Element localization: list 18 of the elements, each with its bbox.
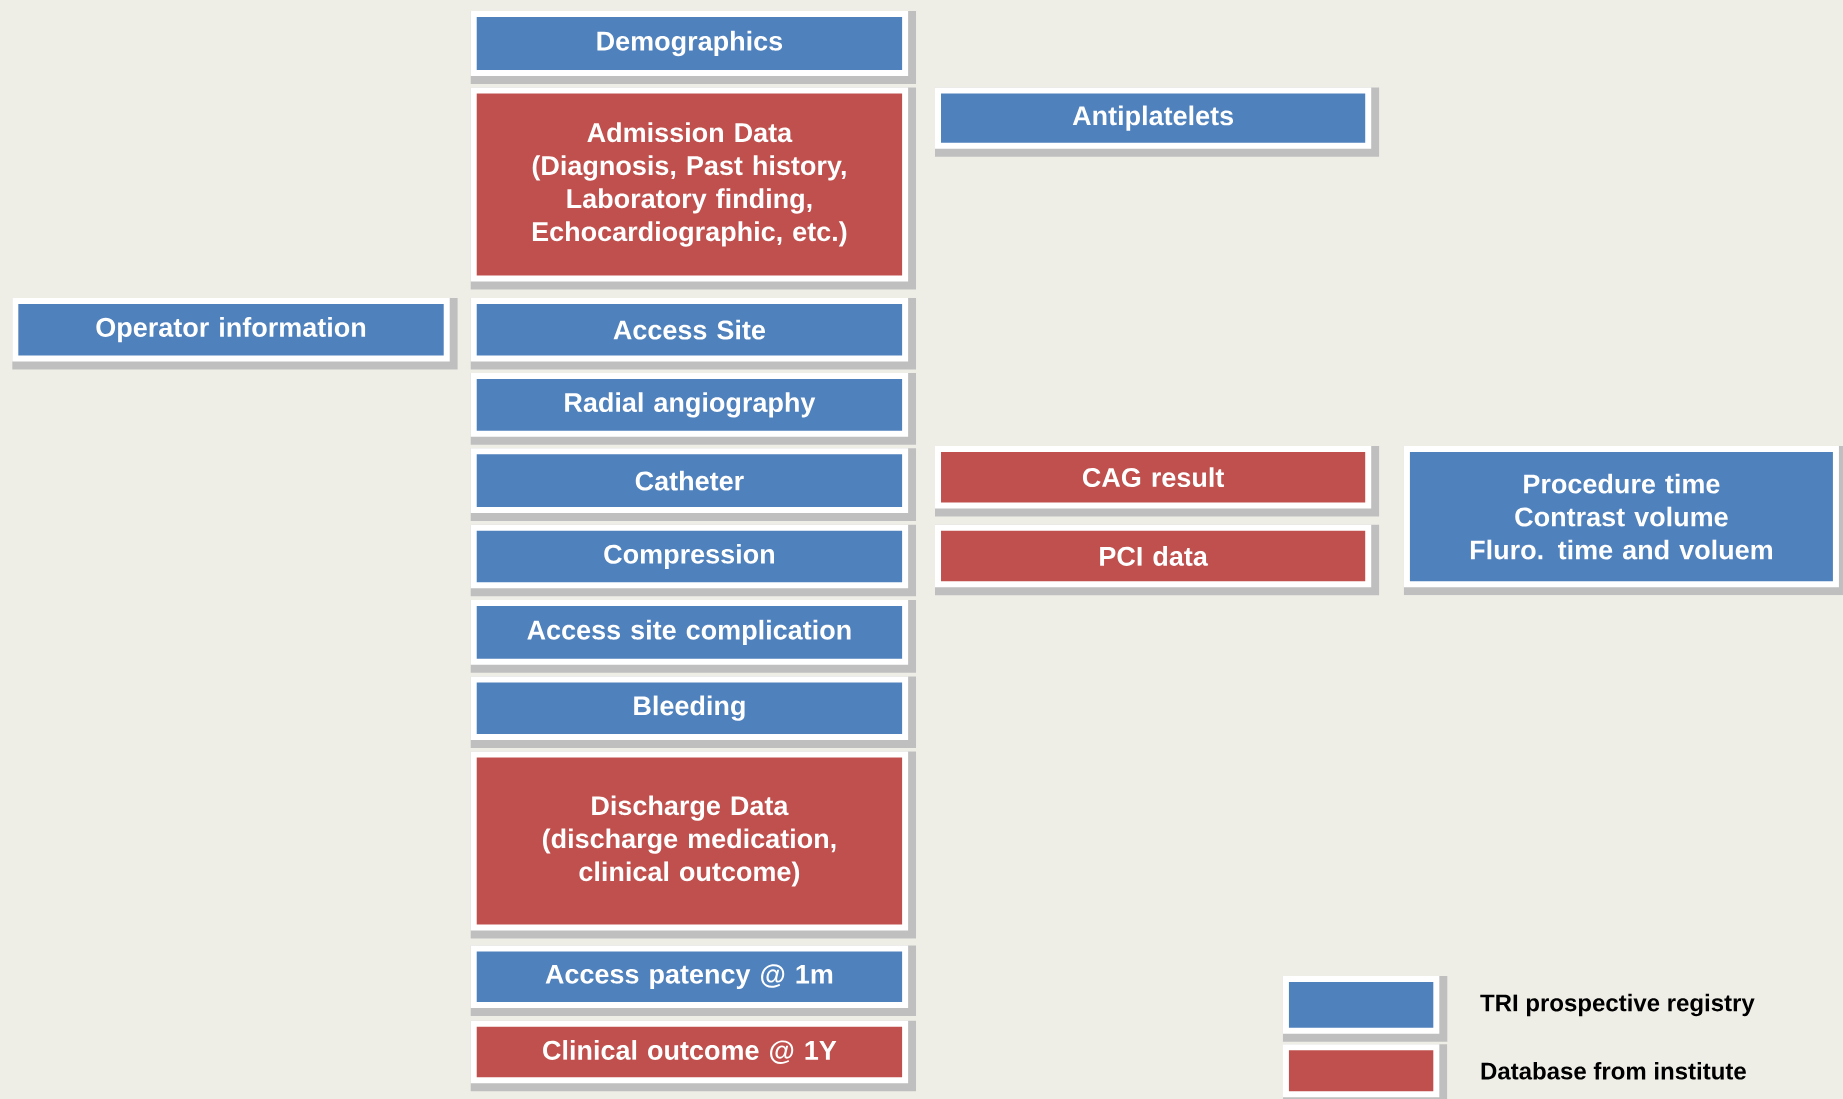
data-box: PCI data xyxy=(935,524,1372,588)
data-box: Radial angiography xyxy=(470,373,909,437)
data-box: Discharge Data (discharge medication, clinical outcome) xyxy=(470,751,909,931)
data-box: Compression xyxy=(470,524,909,589)
data-box: Operator information xyxy=(12,297,450,362)
data-box: Antiplatelets xyxy=(935,87,1372,149)
data-box: CAG result xyxy=(935,446,1372,509)
data-box: Access patency @ 1m xyxy=(470,945,909,1008)
data-box: Demographics xyxy=(470,11,909,76)
data-box: Access Site xyxy=(470,297,909,362)
legend-label: TRI prospective registry xyxy=(1480,993,1755,1017)
data-box: Procedure time Contrast volume Fluro. time and voluem xyxy=(1403,446,1839,588)
data-box: Clinical outcome @ 1Y xyxy=(470,1020,909,1084)
data-box: Bleeding xyxy=(470,676,909,740)
data-box: Access site complication xyxy=(470,600,909,665)
data-box: Catheter xyxy=(470,448,909,514)
legend-label: Database from institute xyxy=(1481,1062,1746,1080)
data-box: Admission Data (Diagnosis, Past history, Laboratory finding, Echocardiographic, etc.) xyxy=(470,87,909,282)
